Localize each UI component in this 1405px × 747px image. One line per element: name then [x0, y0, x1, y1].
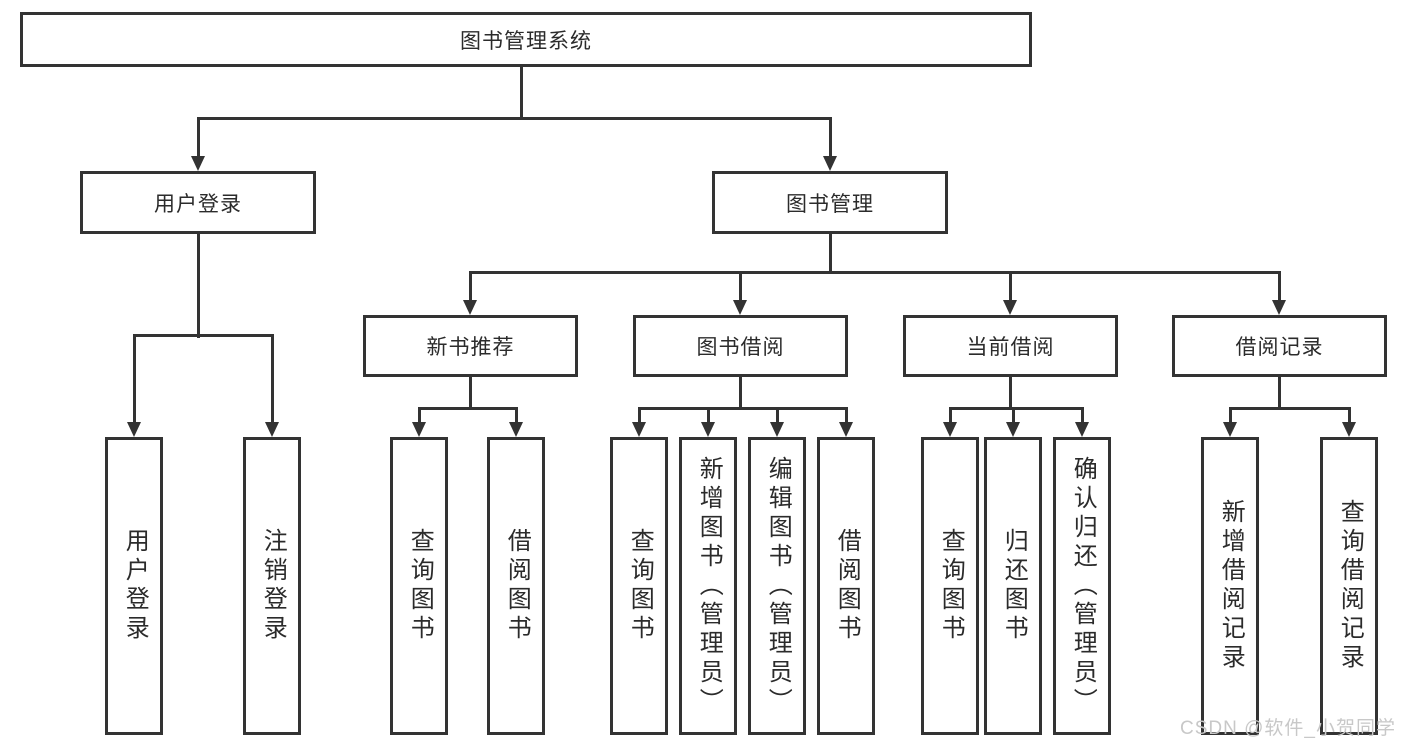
arrowhead-down-icon — [1003, 300, 1017, 315]
leaf-user-login: 用户登录 — [105, 437, 163, 735]
connector-line — [1228, 408, 1232, 424]
arrowhead-down-icon — [823, 156, 837, 171]
leaf-borrow-books-borrowing: 借阅图书 — [817, 437, 875, 735]
arrowhead-down-icon — [265, 422, 279, 437]
arrowhead-down-icon — [127, 422, 141, 437]
leaf-label: 新增图书（管理员） — [695, 455, 723, 717]
node-book-management: 图书管理 — [712, 171, 948, 234]
connector-line — [1008, 272, 1012, 302]
leaf-add-borrow-record: 新增借阅记录 — [1201, 437, 1259, 735]
leaf-query-books-borrowing: 查询图书 — [610, 437, 668, 735]
node-label: 用户登录 — [154, 192, 242, 216]
connector-line — [828, 234, 832, 274]
node-current-borrowing: 当前借阅 — [903, 315, 1118, 377]
connector-line — [706, 408, 710, 424]
node-label: 新书推荐 — [426, 336, 515, 359]
arrowhead-down-icon — [1223, 422, 1237, 437]
arrowhead-down-icon — [412, 422, 426, 437]
node-label: 图书管理系统 — [460, 29, 592, 53]
connector-line — [1228, 406, 1351, 410]
arrowhead-down-icon — [509, 422, 523, 437]
connector-line — [1277, 272, 1281, 302]
leaf-label: 确认归还（管理员） — [1069, 455, 1097, 717]
connector-line — [417, 406, 518, 410]
leaf-label: 查询图书 — [626, 528, 654, 644]
leaf-label: 借阅图书 — [503, 528, 531, 644]
connector-line — [196, 234, 200, 338]
arrowhead-down-icon — [770, 422, 784, 437]
node-new-book-recommend: 新书推荐 — [363, 315, 578, 377]
connector-line — [948, 406, 1084, 410]
leaf-add-book-admin: 新增图书（管理员） — [679, 437, 737, 735]
arrowhead-down-icon — [632, 422, 646, 437]
leaf-query-borrow-record: 查询借阅记录 — [1320, 437, 1378, 735]
node-user-login: 用户登录 — [80, 171, 316, 234]
connector-line — [738, 272, 742, 302]
csdn-watermark: CSDN @软件_小贺同学 — [1180, 718, 1396, 739]
arrowhead-down-icon — [943, 422, 957, 437]
leaf-label: 查询借阅记录 — [1336, 499, 1364, 673]
arrowhead-down-icon — [1272, 300, 1286, 315]
connector-line — [738, 377, 742, 410]
connector-line — [775, 408, 779, 424]
connector-line — [417, 408, 421, 424]
leaf-query-books-recommend: 查询图书 — [390, 437, 448, 735]
connector-line — [637, 406, 848, 410]
arrowhead-down-icon — [1075, 422, 1089, 437]
leaf-label: 新增借阅记录 — [1217, 499, 1245, 673]
connector-line — [514, 408, 518, 424]
arrowhead-down-icon — [839, 422, 853, 437]
arrowhead-down-icon — [1342, 422, 1356, 437]
connector-line — [1277, 377, 1281, 410]
arrowhead-down-icon — [1006, 422, 1020, 437]
leaf-edit-book-admin: 编辑图书（管理员） — [748, 437, 806, 735]
arrowhead-down-icon — [191, 156, 205, 171]
connector-line — [468, 270, 1281, 274]
leaf-label: 用户登录 — [121, 528, 149, 644]
node-label: 图书管理 — [786, 192, 874, 216]
node-book-borrowing: 图书借阅 — [633, 315, 848, 377]
connector-line — [132, 335, 136, 424]
leaf-confirm-return-admin: 确认归还（管理员） — [1053, 437, 1111, 735]
leaf-label: 注销登录 — [259, 528, 287, 644]
node-label: 借阅记录 — [1235, 336, 1324, 359]
node-label: 当前借阅 — [966, 336, 1055, 359]
connector-line — [844, 408, 848, 424]
leaf-query-books-current: 查询图书 — [921, 437, 979, 735]
leaf-label: 查询图书 — [406, 528, 434, 644]
connector-line — [1008, 377, 1012, 410]
connector-line — [1011, 408, 1015, 424]
connector-line — [828, 118, 832, 158]
leaf-borrow-books-recommend: 借阅图书 — [487, 437, 545, 735]
leaf-logout: 注销登录 — [243, 437, 301, 735]
leaf-return-books: 归还图书 — [984, 437, 1042, 735]
connector-line — [270, 335, 274, 424]
arrowhead-down-icon — [701, 422, 715, 437]
connector-line — [1347, 408, 1351, 424]
arrowhead-down-icon — [733, 300, 747, 315]
node-borrowing-records: 借阅记录 — [1172, 315, 1387, 377]
connector-line — [196, 118, 200, 158]
leaf-label: 查询图书 — [937, 528, 965, 644]
arrowhead-down-icon — [463, 300, 477, 315]
connector-line — [468, 272, 472, 302]
connector-line — [1080, 408, 1084, 424]
connector-line — [132, 333, 274, 337]
leaf-label: 归还图书 — [1000, 528, 1028, 644]
connector-line — [948, 408, 952, 424]
leaf-label: 编辑图书（管理员） — [764, 455, 792, 717]
connector-line — [196, 116, 832, 120]
connector-line — [519, 67, 523, 120]
node-library-system: 图书管理系统 — [20, 12, 1032, 67]
connector-line — [468, 377, 472, 410]
node-label: 图书借阅 — [696, 336, 785, 359]
leaf-label: 借阅图书 — [833, 528, 861, 644]
connector-line — [637, 408, 641, 424]
